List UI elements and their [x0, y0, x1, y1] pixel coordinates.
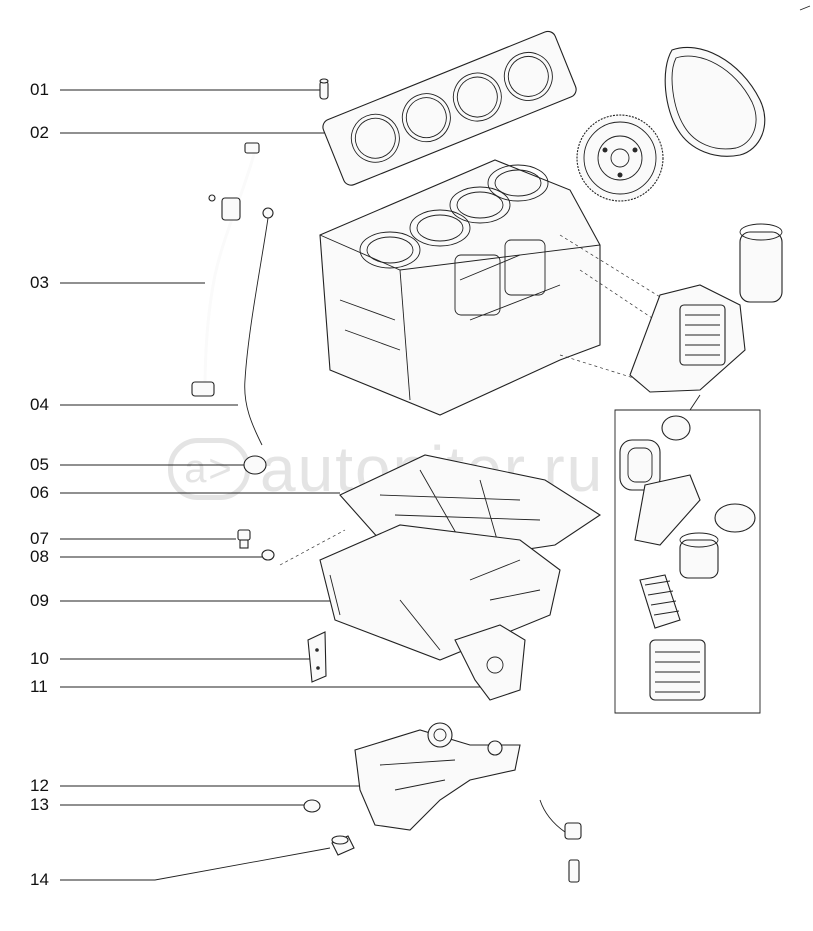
callout-number-08: 08	[30, 547, 49, 566]
drain-alignment-line	[279, 529, 346, 566]
dipstick-tube-03	[191, 142, 260, 397]
oil-filter-housing	[629, 223, 783, 393]
ring-13	[303, 799, 321, 813]
callout-number-10: 10	[30, 649, 49, 668]
detail-gasket	[619, 439, 661, 491]
callout-number-07: 07	[30, 529, 49, 548]
callout-number-11: 11	[30, 677, 48, 696]
transmission-gasket	[664, 46, 766, 157]
sleeve-14	[331, 835, 355, 856]
head-gasket-02	[322, 30, 577, 186]
callout-number-13: 13	[30, 795, 49, 814]
dipstick-04	[244, 207, 274, 446]
detail-filter-cap	[679, 539, 719, 579]
detail-seal-ring	[661, 415, 691, 441]
washer-08	[261, 549, 275, 561]
callout-number-12: 12	[30, 776, 49, 795]
oil-pump-12	[354, 722, 521, 831]
mounting-bracket-11	[454, 624, 526, 701]
filter-detail-box	[614, 394, 761, 714]
callout-number-03: 03	[30, 273, 49, 292]
dowel-pin-01	[319, 78, 329, 100]
o-ring-05	[243, 455, 267, 475]
flywheel	[576, 114, 664, 202]
bracket-10	[307, 631, 327, 683]
detail-large-o-ring	[714, 503, 756, 533]
callout-number-05: 05	[30, 455, 49, 474]
callout-number-06: 06	[30, 483, 49, 502]
leader-lines	[60, 89, 480, 881]
callout-number-02: 02	[30, 123, 49, 142]
callout-number-14: 14	[30, 870, 49, 889]
detail-housing-gasket	[634, 474, 701, 546]
engine-block	[319, 159, 601, 416]
callout-number-01: 01	[30, 80, 49, 99]
sensor-with-bolt	[539, 799, 582, 883]
detail-oil-cooler	[649, 639, 706, 701]
corner-mark	[799, 5, 811, 11]
drain-plug-07	[237, 529, 251, 549]
callout-number-04: 04	[30, 395, 49, 414]
callout-number-09: 09	[30, 591, 49, 610]
detail-filter-element	[639, 574, 681, 629]
leader-line-14	[60, 847, 331, 881]
